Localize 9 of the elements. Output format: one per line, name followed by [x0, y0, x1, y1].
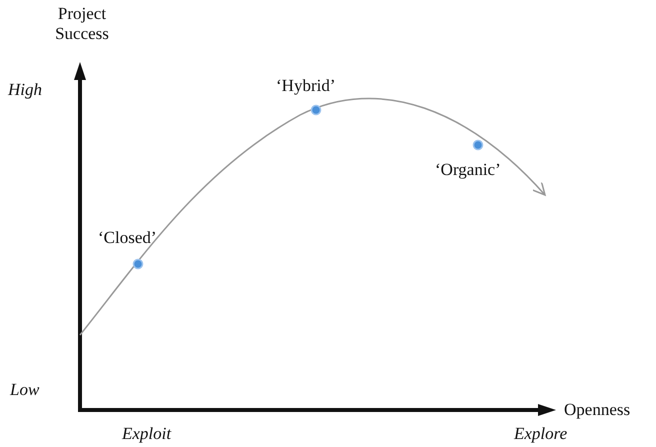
- point-label: ‘Hybrid’: [276, 76, 336, 96]
- axis-title: Openness: [564, 400, 630, 420]
- axis-tick-label: High: [8, 80, 42, 100]
- axis-tick-label: Exploit: [122, 424, 172, 444]
- axis-tick-label: Explore: [514, 424, 568, 444]
- axis-tick-label: Low: [10, 380, 40, 400]
- point-label: ‘Closed’: [98, 228, 157, 248]
- point-label: ‘Organic’: [435, 160, 501, 180]
- axis-title: Project Success: [54, 4, 110, 44]
